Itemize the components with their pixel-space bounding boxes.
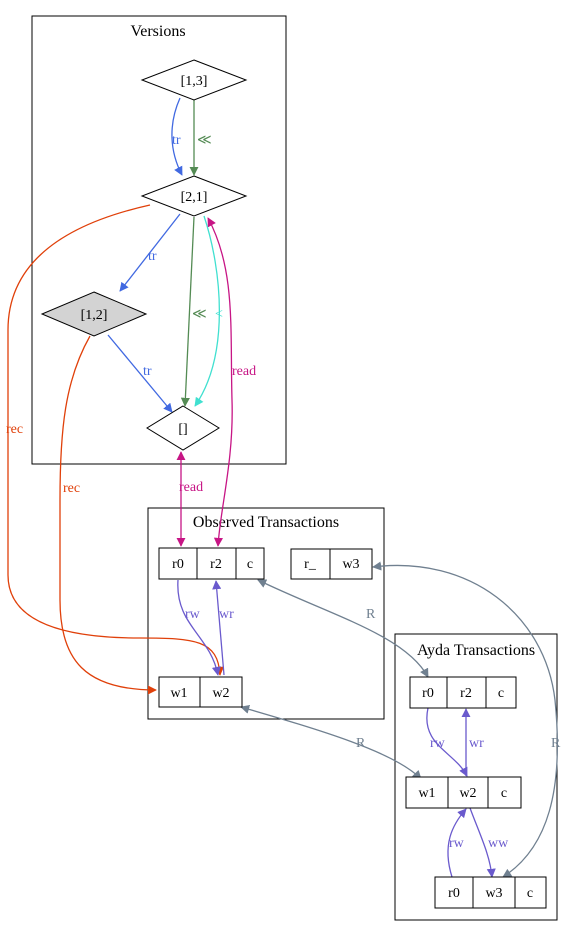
edge-wr-observed bbox=[212, 580, 225, 676]
label-rw-3: rw bbox=[449, 836, 465, 851]
label-lt: < bbox=[215, 307, 223, 322]
label-tr-1: tr bbox=[172, 133, 181, 148]
label-order-1: ≪ bbox=[197, 133, 212, 148]
observed-txn2-op-1: w3 bbox=[342, 557, 359, 572]
edge-tr-21-12 bbox=[119, 213, 181, 292]
ayda-txn3-op-0: r0 bbox=[448, 886, 460, 901]
observed-txn1-op-1: r2 bbox=[210, 557, 222, 572]
observed-txn3-op-1: w2 bbox=[212, 686, 229, 701]
label-rw-1: rw bbox=[185, 607, 201, 622]
ayda-txn-2: w1 w2 c bbox=[405, 776, 522, 809]
edge-rw-ayda-1 bbox=[426, 707, 468, 777]
label-rec-2: rec bbox=[63, 481, 80, 496]
version-node-empty: [] bbox=[146, 405, 220, 451]
observed-txn-1: r0 r2 c bbox=[158, 547, 265, 580]
version-label-12: [1,2] bbox=[81, 308, 108, 323]
edge-rw-observed bbox=[177, 579, 221, 676]
edge-ww-ayda bbox=[469, 807, 496, 878]
edge-R-w2-w1 bbox=[240, 704, 422, 780]
ayda-txn3-op-2: c bbox=[527, 886, 533, 901]
cluster-ayda-title: Ayda Transactions bbox=[417, 642, 535, 659]
ayda-txn2-op-2: c bbox=[501, 786, 507, 801]
label-rec-1: rec bbox=[6, 422, 23, 437]
observed-txn1-op-2: c bbox=[247, 557, 253, 572]
observed-txn2-op-0: r_ bbox=[304, 557, 317, 572]
label-wr-2: wr bbox=[469, 736, 484, 751]
version-node-21: [2,1] bbox=[140, 175, 248, 217]
edge-rec-21-w2 bbox=[7, 204, 225, 676]
label-read-1: read bbox=[232, 364, 256, 379]
label-R-3: R bbox=[551, 736, 561, 751]
observed-txn-2: r_ w3 bbox=[290, 548, 373, 580]
version-node-12: [1,2] bbox=[40, 291, 148, 337]
ayda-txn-1: r0 r2 c bbox=[409, 676, 517, 709]
observed-txn3-op-0: w1 bbox=[170, 686, 187, 701]
cluster-versions-title: Versions bbox=[130, 23, 185, 40]
edge-labels: tr ≪ tr ≪ < read tr rec rec read rw wr R… bbox=[6, 133, 561, 851]
observed-txn-3: w1 w2 bbox=[158, 676, 243, 708]
label-tr-3: tr bbox=[143, 364, 152, 379]
edge-rec-12-w1 bbox=[59, 335, 157, 695]
cluster-versions: Versions bbox=[31, 15, 287, 465]
label-read-2: read bbox=[179, 480, 203, 495]
edge-order-21-empty bbox=[180, 216, 195, 407]
version-label-13: [1,3] bbox=[181, 74, 208, 89]
observed-txn1-op-0: r0 bbox=[172, 557, 184, 572]
edge-R-c-r0 bbox=[257, 579, 429, 678]
version-label-21: [2,1] bbox=[181, 190, 208, 205]
edge-tr-13-21 bbox=[171, 97, 183, 176]
ayda-txn3-op-1: w3 bbox=[485, 886, 502, 901]
ayda-txn2-op-0: w1 bbox=[418, 786, 435, 801]
edge-R-w3-w3 bbox=[372, 561, 559, 878]
label-R-1: R bbox=[366, 607, 376, 622]
cluster-observed-title: Observed Transactions bbox=[193, 514, 339, 531]
edge-read-21-r2 bbox=[207, 217, 233, 547]
edges bbox=[7, 97, 559, 878]
version-label-empty: [] bbox=[178, 422, 187, 437]
label-R-2: R bbox=[356, 736, 366, 751]
ayda-txn1-op-2: c bbox=[498, 686, 504, 701]
label-wr-1: wr bbox=[219, 607, 234, 622]
ayda-txn1-op-1: r2 bbox=[460, 686, 472, 701]
label-rw-2: rw bbox=[430, 736, 446, 751]
label-order-2: ≪ bbox=[192, 307, 207, 322]
version-node-13: [1,3] bbox=[140, 59, 248, 101]
ayda-txn2-op-1: w2 bbox=[459, 786, 476, 801]
edge-rw-ayda-2 bbox=[447, 808, 467, 878]
label-tr-2: tr bbox=[148, 249, 157, 264]
ayda-txn-3: r0 w3 c bbox=[434, 876, 547, 909]
label-ww: ww bbox=[488, 836, 509, 851]
edge-tr-12-empty bbox=[107, 334, 173, 413]
ayda-txn1-op-0: r0 bbox=[422, 686, 434, 701]
